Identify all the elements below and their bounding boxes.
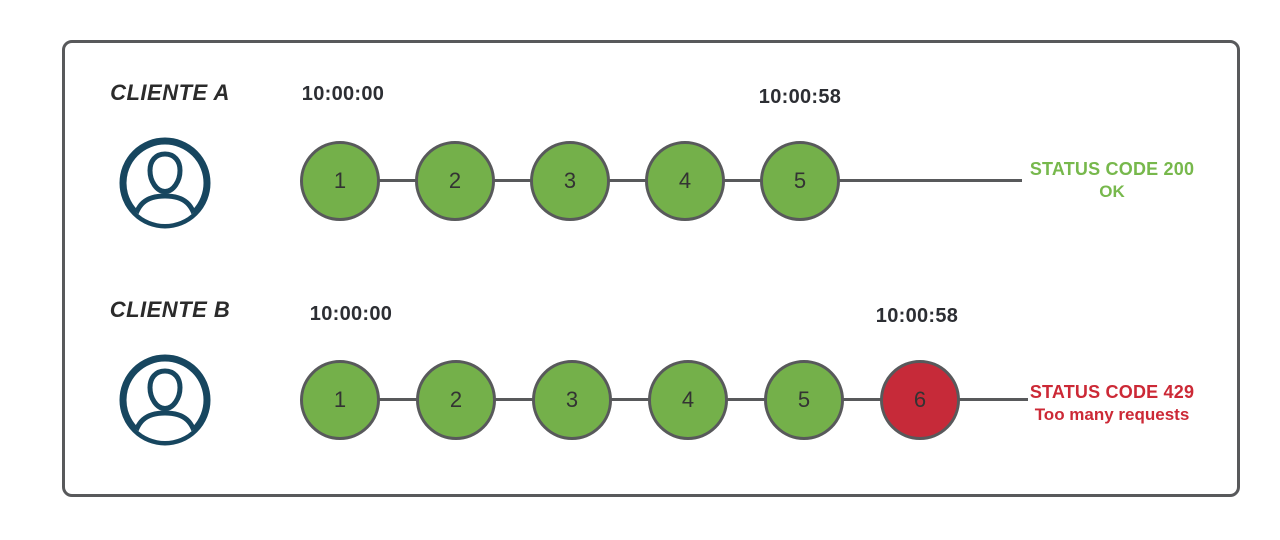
request-number: 5 xyxy=(793,168,807,193)
request-number: 4 xyxy=(678,168,692,193)
timestamp-start-a: 10:00:00 xyxy=(301,83,385,105)
diagram-frame xyxy=(62,40,1240,497)
request-number: 2 xyxy=(449,387,463,412)
request-number: 1 xyxy=(333,387,347,412)
client-a-label: CLIENTE A xyxy=(110,80,230,105)
request-node: 3 xyxy=(530,141,610,221)
request-node: 2 xyxy=(415,141,495,221)
status-code-text: STATUS CODE 429 xyxy=(1029,382,1195,402)
request-node: 2 xyxy=(416,360,496,440)
user-avatar-icon xyxy=(119,137,211,229)
request-node: 5 xyxy=(764,360,844,440)
request-number: 2 xyxy=(448,168,462,193)
request-node: 4 xyxy=(645,141,725,221)
request-number: 3 xyxy=(565,387,579,412)
status-label-a: STATUS CODE 200 OK xyxy=(1024,158,1200,202)
request-node: 5 xyxy=(760,141,840,221)
request-node: 1 xyxy=(300,141,380,221)
request-node: 3 xyxy=(532,360,612,440)
request-number: 3 xyxy=(563,168,577,193)
request-number: 5 xyxy=(797,387,811,412)
status-message-text: Too many requests xyxy=(1034,404,1190,424)
request-node: 4 xyxy=(648,360,728,440)
status-message-text: OK xyxy=(1099,181,1125,201)
user-avatar-icon xyxy=(119,354,211,446)
request-node: 1 xyxy=(300,360,380,440)
request-number: 4 xyxy=(681,387,695,412)
request-number: 6 xyxy=(913,387,927,412)
timestamp-end-a: 10:00:58 xyxy=(758,86,842,108)
request-node-blocked: 6 xyxy=(880,360,960,440)
request-number: 1 xyxy=(333,168,347,193)
timestamp-start-b: 10:00:00 xyxy=(309,303,393,325)
status-label-b: STATUS CODE 429 Too many requests xyxy=(1020,381,1204,425)
status-code-text: STATUS CODE 200 xyxy=(1029,159,1195,179)
client-b-label: CLIENTE B xyxy=(109,297,231,322)
timestamp-end-b: 10:00:58 xyxy=(875,305,959,327)
